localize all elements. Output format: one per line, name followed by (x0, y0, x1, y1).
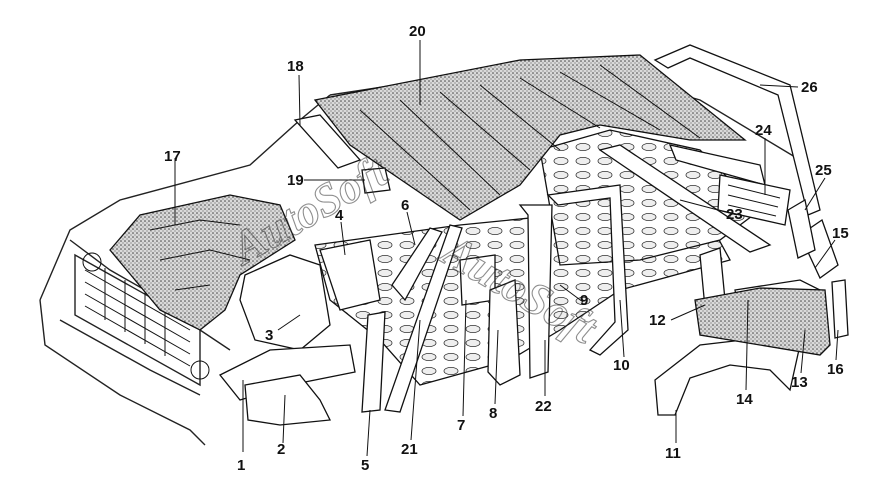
front-lower-members (218, 344, 356, 426)
front-inner-panel (239, 254, 331, 351)
callout-12: 12 (649, 312, 666, 329)
callout-16: 16 (827, 361, 844, 378)
rear-wheelhouse (654, 337, 801, 416)
callout-1: 1 (237, 457, 245, 474)
callout-10: 10 (613, 357, 630, 374)
callout-3: 3 (265, 327, 273, 344)
leader-lines (174, 40, 839, 457)
callout-20: 20 (409, 23, 426, 40)
callout-6: 6 (401, 197, 409, 214)
rear-floor-panels (598, 144, 791, 253)
callout-24: 24 (755, 122, 772, 139)
callout-13: 13 (791, 374, 808, 391)
rear-quarter-trims (694, 247, 831, 356)
rear-door-frame (546, 184, 629, 356)
callout-5: 5 (361, 457, 369, 474)
hood-insulation-pad (109, 194, 296, 331)
callout-14: 14 (736, 391, 753, 408)
callout-15: 15 (832, 225, 849, 242)
callout-numbers: 1 2 3 4 5 6 7 8 9 10 11 12 13 14 15 16 1… (164, 23, 849, 474)
callout-26: 26 (801, 79, 818, 96)
front-pillars (361, 224, 463, 413)
headliner-pad (313, 54, 747, 221)
callout-23: 23 (726, 206, 743, 223)
callout-8: 8 (489, 405, 497, 422)
callout-2: 2 (277, 441, 285, 458)
center-pillar-pads (459, 204, 553, 386)
sun-visor-pads (293, 114, 391, 194)
firewall-pad (319, 239, 381, 311)
callout-25: 25 (815, 162, 832, 179)
callout-19: 19 (287, 172, 304, 189)
callout-21: 21 (401, 441, 418, 458)
callout-22: 22 (535, 398, 552, 415)
callout-4: 4 (335, 207, 344, 224)
callout-7: 7 (457, 417, 465, 434)
callout-18: 18 (287, 58, 304, 75)
callout-9: 9 (580, 292, 588, 309)
tailgate-side-parts (787, 198, 849, 339)
callout-17: 17 (164, 148, 181, 165)
callout-11: 11 (665, 445, 681, 462)
